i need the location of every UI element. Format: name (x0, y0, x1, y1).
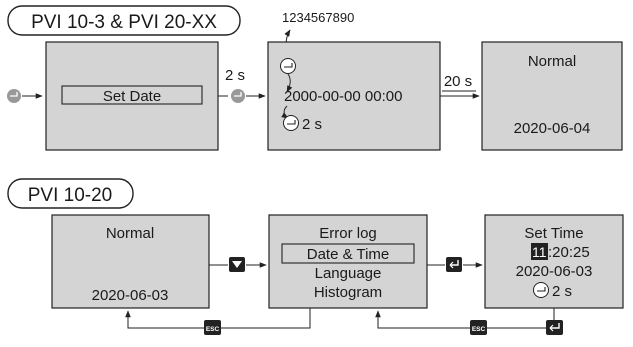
date-value: 2020-06-04 (514, 120, 591, 137)
delay-label-20s: 20 s (444, 73, 472, 90)
date-value: 2020-06-03 (516, 263, 593, 280)
hour-value: 11 (532, 244, 547, 260)
esc-key-label: ESC (206, 326, 220, 333)
screen-date-entry: 2000-00-00 00:00 2 s (267, 41, 441, 151)
hold-enter-icon (280, 58, 296, 74)
screen-normal-top: Normal 2020-06-04 (481, 41, 623, 151)
screen-normal-bottom: Normal 2020-06-03 (51, 214, 210, 309)
menu-item-language: Language (315, 265, 382, 282)
datetime-value: 2000-00-00 00:00 (284, 88, 402, 105)
status-normal: Normal (528, 53, 576, 70)
cursor-highlight (531, 243, 548, 260)
hold-duration: 2 s (552, 283, 572, 300)
bottom-title-text: PVI 10-20 (28, 185, 113, 206)
digits-hint: 1234567890 (282, 10, 354, 25)
down-arrow-key-icon (229, 257, 245, 272)
date-value: 2020-06-03 (92, 287, 169, 304)
menu-item-error-log: Error log (319, 225, 377, 242)
enter-key-icon (7, 89, 21, 103)
set-time-title: Set Time (524, 225, 583, 242)
set-date-label: Set Date (103, 88, 161, 105)
screen-set-date: Set Date (45, 41, 219, 151)
enter-key-icon (446, 257, 462, 272)
esc-key-label: ESC (472, 326, 486, 333)
top-title-text: PVI 10-3 & PVI 20-XX (31, 12, 217, 33)
status-normal: Normal (106, 225, 154, 242)
delay-label-2s: 2 s (225, 67, 245, 84)
enter-key-icon (546, 320, 563, 335)
hold-enter-icon (533, 282, 549, 298)
time-rest-value: :20:25 (548, 244, 590, 261)
hold-duration: 2 s (302, 116, 322, 133)
bottom-section-title: PVI 10-20 (7, 178, 134, 209)
screen-menu: Error log Date & Time Language Histogram (268, 214, 428, 309)
menu-item-histogram: Histogram (314, 284, 382, 301)
top-section-title: PVI 10-3 & PVI 20-XX (7, 5, 241, 36)
esc-key-icon: ESC (204, 320, 221, 335)
esc-key-icon: ESC (470, 320, 487, 335)
hold-enter-icon (283, 115, 299, 131)
screen-set-time: Set Time 11 :20:25 2020-06-03 2 s (484, 214, 624, 309)
enter-key-icon (231, 89, 245, 103)
menu-item-date-time: Date & Time (307, 246, 390, 263)
